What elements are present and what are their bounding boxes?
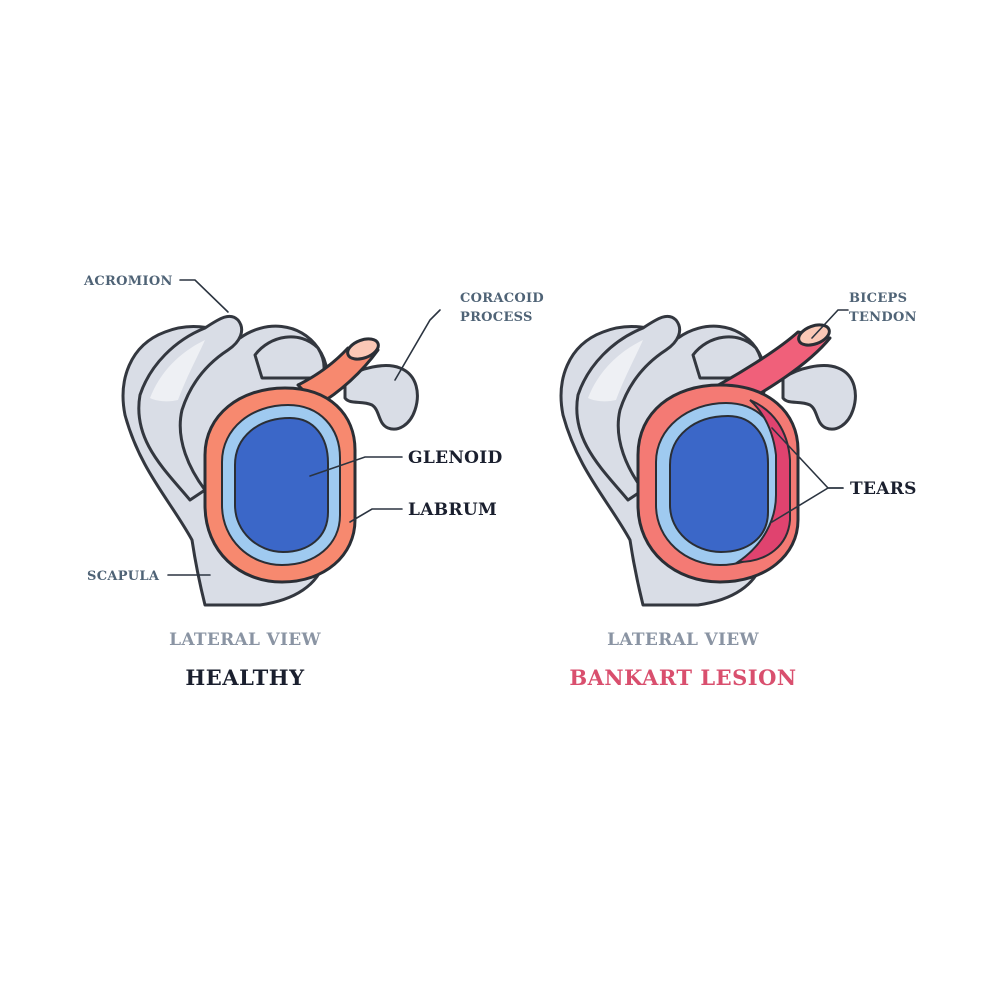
labrum-leader (349, 508, 403, 523)
coracoid-label-line2: PROCESS (460, 310, 533, 325)
coracoid-leader (394, 309, 441, 381)
acromion-leader (179, 279, 229, 313)
glenoid (234, 416, 329, 554)
tears-label: TEARS (850, 479, 917, 499)
acromion-label: ACROMION (83, 274, 173, 289)
biceps-tendon-end (346, 337, 380, 361)
glenoid-label: GLENOID (408, 448, 503, 468)
tears-leader-lower (771, 487, 844, 523)
healthy-shoulder-illustration (121, 314, 419, 607)
scapula-label: SCAPULA (87, 569, 160, 584)
biceps-leader (811, 309, 849, 339)
coracoid-label-line1: CORACOID (460, 291, 544, 306)
lesion-view-label: LATERAL VIEW (607, 630, 759, 650)
glenoid-leader (309, 456, 403, 477)
biceps-label-line2: TENDON (849, 310, 917, 325)
bankart-lesion-illustration (559, 314, 857, 607)
labrum-label: LABRUM (408, 500, 497, 520)
lesion-title: BANKART LESION (569, 665, 796, 690)
glenoid (669, 414, 769, 554)
healthy-title: HEALTHY (185, 665, 305, 690)
labrum-tear (734, 399, 791, 564)
healthy-view-label: LATERAL VIEW (169, 630, 321, 650)
biceps-label-line1: BICEPS (849, 291, 907, 306)
